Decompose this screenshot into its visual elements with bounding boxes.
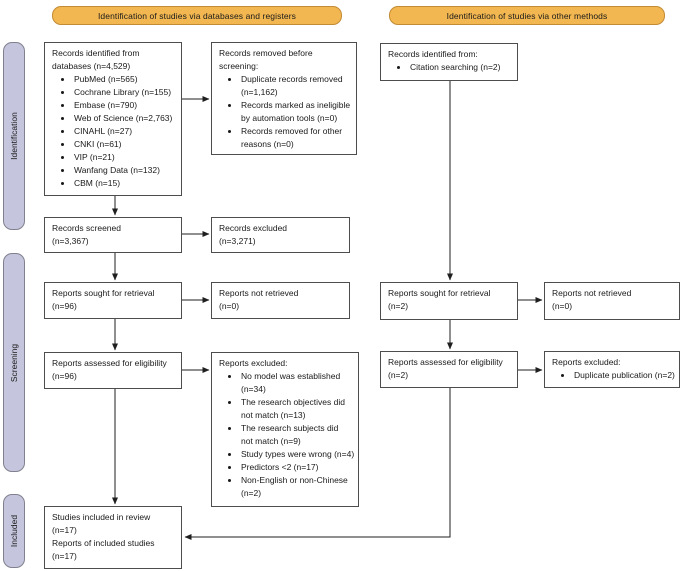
header-other-methods: Identification of studies via other meth… [389, 6, 665, 25]
stage-identification: Identification [3, 42, 25, 230]
box-title: Records removed before screening: [219, 48, 313, 71]
box-title: Reports excluded: [219, 358, 288, 368]
bullet-item: Predictors <2 (n=17) [240, 461, 356, 474]
bullet-item: CINAHL (n=27) [73, 125, 179, 138]
header-databases-registers-label: Identification of studies via databases … [97, 10, 297, 21]
bullet-list: Duplicate records removed (n=1,162) Reco… [219, 73, 354, 151]
bullet-item: No model was established (n=34) [240, 370, 356, 396]
bullet-item: CBM (n=15) [73, 177, 179, 190]
box-title: Studies included in review (n=17) Report… [52, 512, 155, 561]
box-records-removed: Records removed before screening: Duplic… [211, 42, 357, 155]
box-title: Reports assessed for eligibility (n=96) [52, 358, 167, 381]
box-reports-excluded-other: Reports excluded: Duplicate publication … [544, 351, 680, 388]
header-other-methods-label: Identification of studies via other meth… [446, 10, 608, 21]
box-title: Records identified from databases (n=4,5… [52, 48, 140, 71]
header-databases-registers: Identification of studies via databases … [52, 6, 342, 25]
stage-included-label: Included [9, 514, 20, 548]
box-title: Reports not retrieved (n=0) [552, 288, 632, 311]
box-title: Records screened (n=3,367) [52, 223, 121, 246]
bullet-item: Non-English or non-Chinese (n=2) [240, 474, 356, 500]
box-title: Reports sought for retrieval (n=96) [52, 288, 155, 311]
box-reports-excluded: Reports excluded: No model was establish… [211, 352, 359, 507]
stage-included: Included [3, 494, 25, 568]
bullet-item: Study types were wrong (n=4) [240, 448, 356, 461]
box-reports-assessed-other: Reports assessed for eligibility (n=2) [380, 351, 518, 388]
bullet-list: Duplicate publication (n=2) [552, 369, 677, 382]
bullet-item: Embase (n=790) [73, 99, 179, 112]
box-title: Reports assessed for eligibility (n=2) [388, 357, 503, 380]
box-title: Records identified from: [388, 49, 478, 59]
stage-screening: Screening [3, 253, 25, 472]
bullet-list: No model was established (n=34) The rese… [219, 370, 356, 500]
box-reports-sought: Reports sought for retrieval (n=96) [44, 282, 182, 319]
bullet-item: Web of Science (n=2,763) [73, 112, 179, 125]
bullet-list: Citation searching (n=2) [388, 61, 515, 74]
bullet-list: PubMed (n=565) Cochrane Library (n=155) … [52, 73, 179, 190]
bullet-item: Cochrane Library (n=155) [73, 86, 179, 99]
bullet-item: Duplicate publication (n=2) [573, 369, 677, 382]
bullet-item: Duplicate records removed (n=1,162) [240, 73, 354, 99]
box-reports-assessed: Reports assessed for eligibility (n=96) [44, 352, 182, 389]
bullet-item: Wanfang Data (n=132) [73, 164, 179, 177]
bullet-item: The research objectives did not match (n… [240, 396, 356, 422]
box-records-identified-databases: Records identified from databases (n=4,5… [44, 42, 182, 196]
bullet-item: Records removed for other reasons (n=0) [240, 125, 354, 151]
bullet-item: The research subjects did not match (n=9… [240, 422, 356, 448]
box-studies-included: Studies included in review (n=17) Report… [44, 506, 182, 569]
box-records-identified-other: Records identified from: Citation search… [380, 43, 518, 81]
box-records-excluded: Records excluded (n=3,271) [211, 217, 350, 253]
box-title: Records excluded (n=3,271) [219, 223, 288, 246]
box-reports-sought-other: Reports sought for retrieval (n=2) [380, 282, 518, 320]
bullet-item: PubMed (n=565) [73, 73, 179, 86]
box-title: Reports excluded: [552, 357, 621, 367]
stage-screening-label: Screening [9, 343, 19, 382]
stage-identification-label: Identification [9, 112, 20, 160]
box-records-screened: Records screened (n=3,367) [44, 217, 182, 253]
bullet-item: VIP (n=21) [73, 151, 179, 164]
bullet-item: CNKI (n=61) [73, 138, 179, 151]
box-title: Reports sought for retrieval (n=2) [388, 288, 491, 311]
bullet-item: Citation searching (n=2) [409, 61, 515, 74]
box-reports-not-retrieved-other: Reports not retrieved (n=0) [544, 282, 680, 320]
box-title: Reports not retrieved (n=0) [219, 288, 299, 311]
box-reports-not-retrieved: Reports not retrieved (n=0) [211, 282, 350, 319]
bullet-item: Records marked as ineligible by automati… [240, 99, 354, 125]
